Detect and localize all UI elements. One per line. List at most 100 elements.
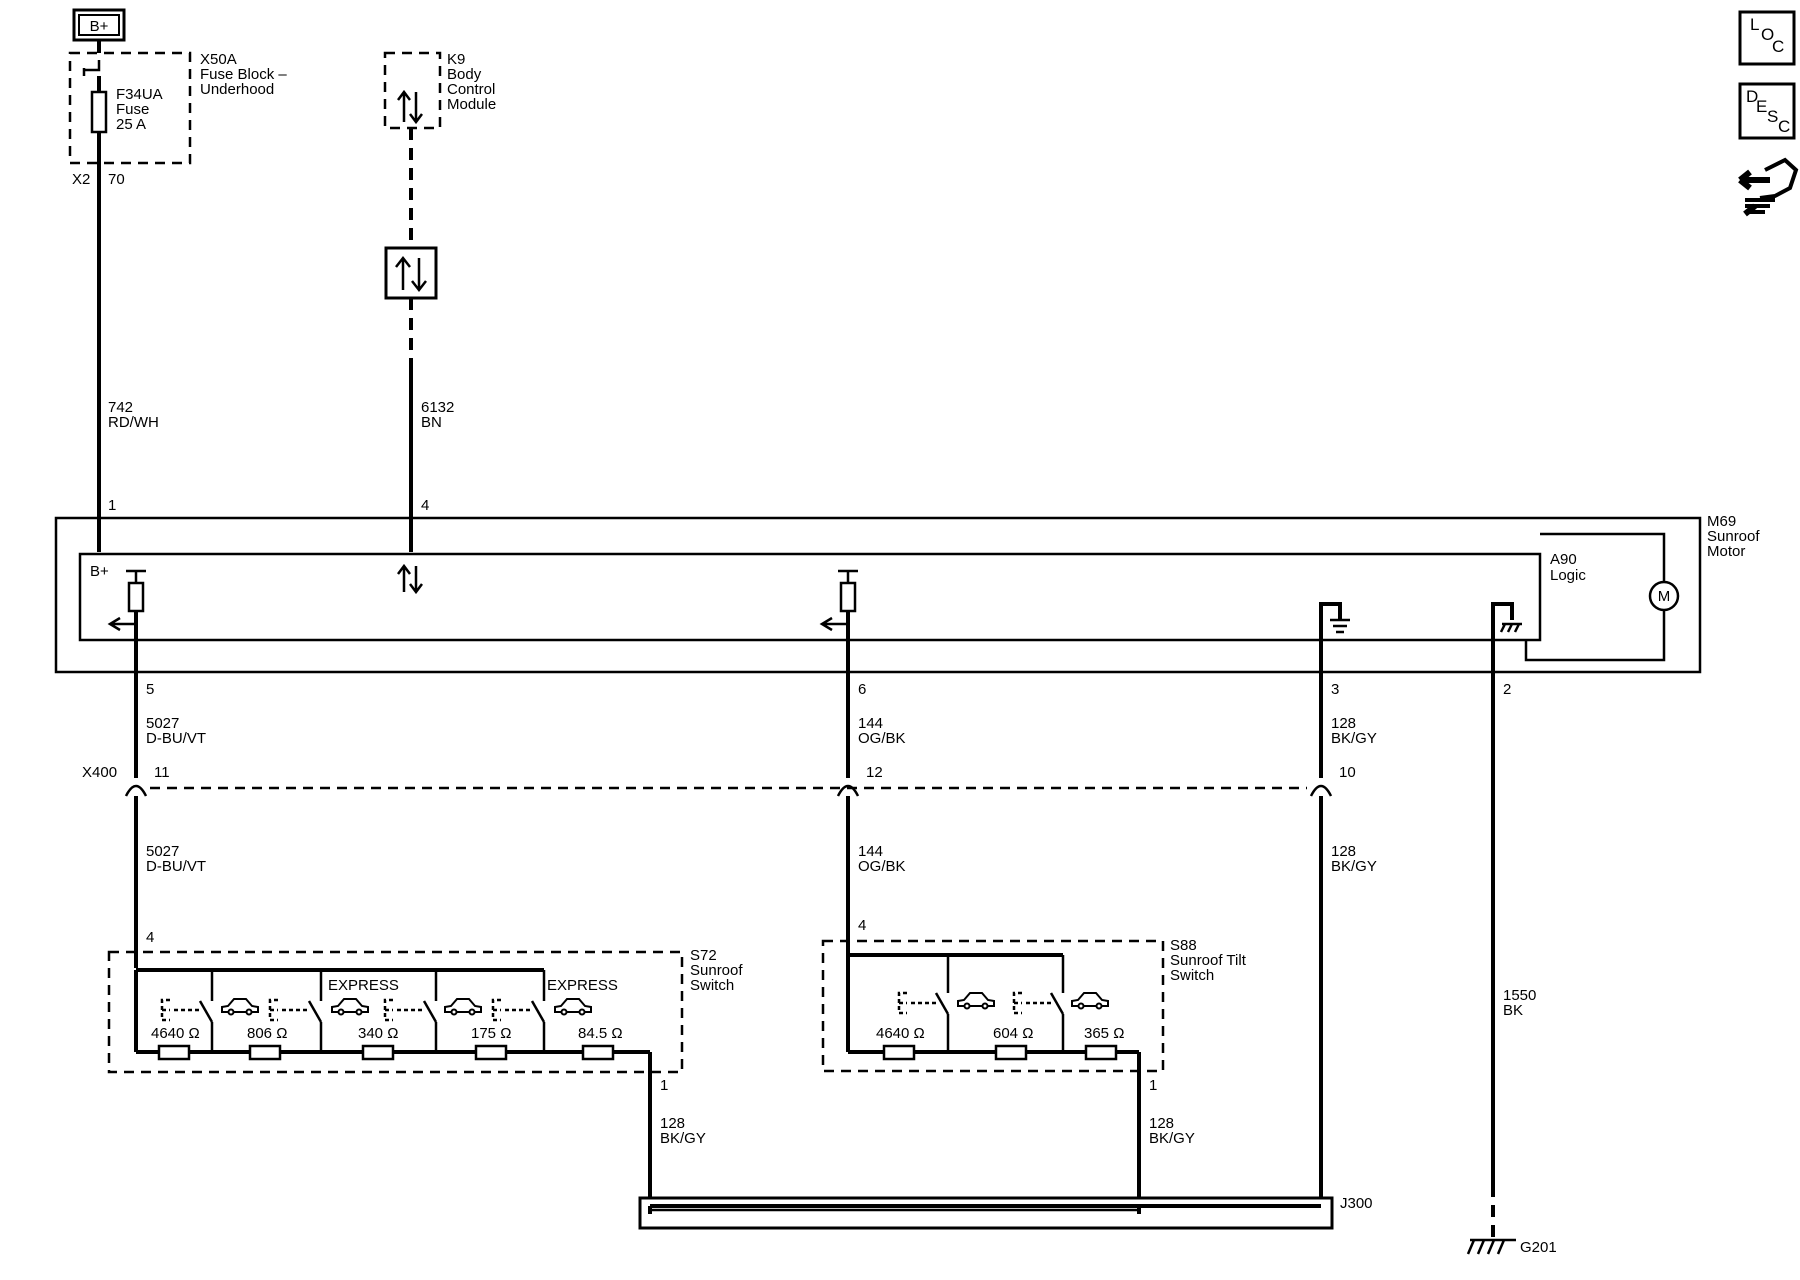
s88-resistor-value-3: 365 Ω [1084, 1025, 1124, 1042]
motor-ref: M69 [1707, 513, 1736, 530]
wire-128-s72-color: BK/GY [660, 1130, 706, 1147]
bcm-name-2: Control [447, 81, 495, 98]
s88-resistor-2 [994, 1044, 1028, 1061]
s88-actuator-1 [897, 991, 936, 1015]
fuse-connector-ref: X2 [72, 171, 90, 188]
car-vent-express-icon [554, 998, 592, 1016]
wire-5027-lower-color: D-BU/VT [146, 858, 206, 875]
bcm-ref: K9 [447, 51, 465, 68]
s72-resistor-1 [157, 1044, 191, 1061]
wire-144-lower-circuit: 144 [858, 843, 883, 860]
wire-1550-color: BK [1503, 1002, 1523, 1019]
fuse-block-x50a: X50A Fuse Block – Underhood F34UA Fuse 2… [68, 40, 287, 188]
svg-text:C: C [1778, 117, 1790, 136]
car-tilt-down-icon [1071, 992, 1109, 1010]
motor-pin-6: 6 [858, 681, 866, 698]
s72-resistor-5 [581, 1044, 615, 1061]
wire-128-mid-circuit: 128 [1331, 843, 1356, 860]
pull-up-resistor-6 [839, 581, 857, 613]
s72-actuator-1 [160, 998, 200, 1022]
s72-switch-3 [422, 1000, 438, 1023]
s88-name-1: Sunroof Tilt [1170, 952, 1247, 969]
wire-144-upper-circuit: 144 [858, 715, 883, 732]
wire-6132-color: BN [421, 414, 442, 431]
s88-pin-4: 4 [858, 917, 866, 934]
svg-text:E: E [1756, 97, 1767, 116]
chassis-ground-icon [1499, 622, 1522, 633]
sunroof-motor-m69: M69 Sunroof Motor 1 4 A90 Logic B+ M [54, 497, 1760, 698]
s72-express-label-2: EXPRESS [547, 977, 618, 994]
svg-text:C: C [1772, 37, 1784, 56]
splice-pack-j300: J300 [638, 1195, 1373, 1230]
s72-name-1: Sunroof [690, 962, 743, 979]
s72-actuator-2 [268, 998, 309, 1022]
logic-module-a90 [78, 552, 1542, 642]
splice-ref: J300 [1340, 1195, 1373, 1212]
s72-switch-2 [307, 1000, 323, 1023]
s88-resistor-value-1: 4640 Ω [876, 1025, 925, 1042]
s72-actuator-4 [491, 998, 532, 1022]
bidirectional-data-icon [397, 89, 423, 125]
wire-128-s88-circuit: 128 [1149, 1115, 1174, 1132]
motor-symbol [1648, 580, 1680, 612]
body-control-module-k9: K9 Body Control Module [383, 51, 496, 130]
fuse-rating: 25 A [116, 116, 146, 133]
inline-connector-x400: X400 11 12 10 [82, 764, 1356, 797]
x400-pin-12: 12 [866, 764, 883, 781]
s72-pin-4: 4 [146, 929, 154, 946]
logic-ref: A90 [1550, 551, 1577, 568]
fuse-block-name-2: Underhood [200, 81, 274, 98]
pull-up-resistor-5 [127, 581, 145, 613]
wire-144-lower-color: OG/BK [858, 858, 906, 875]
wire-5027-lower-circuit: 5027 [146, 843, 179, 860]
fuse-f34ua [90, 90, 108, 134]
svg-text:O: O [1761, 25, 1774, 44]
s72-resistor-3 [361, 1044, 395, 1061]
s88-switch-2 [1049, 992, 1065, 1015]
wire-5027-upper-color: D-BU/VT [146, 730, 206, 747]
logic-name: Logic [1550, 567, 1586, 584]
input-arrow-6 [819, 616, 848, 632]
s72-name-2: Switch [690, 977, 734, 994]
s72-actuator-3 [383, 998, 424, 1022]
power-label: B+ [90, 18, 109, 35]
ground-g201: G201 [1466, 1185, 1557, 1256]
connector-hand-icon[interactable] [1738, 157, 1799, 217]
s88-ref: S88 [1170, 937, 1197, 954]
s88-switch-1 [934, 992, 950, 1015]
wire-1550-circuit: 1550 [1503, 987, 1536, 1004]
location-icon[interactable]: L O C [1738, 10, 1796, 66]
sunroof-switch-s72: 4 S72 Sunroof Switch [107, 929, 743, 1206]
x400-pin-10: 10 [1339, 764, 1356, 781]
fuse-block-name-1: Fuse Block – [200, 66, 287, 83]
svg-text:D: D [1746, 87, 1758, 106]
s88-actuator-2 [1012, 991, 1051, 1015]
wire-128-upper-circuit: 128 [1331, 715, 1356, 732]
s72-resistor-value-3: 340 Ω [358, 1025, 398, 1042]
description-icon[interactable]: D E S C [1738, 82, 1796, 140]
s72-switch-1 [198, 1000, 214, 1023]
logic-data-icon [397, 563, 423, 595]
wire-128-s88-color: BK/GY [1149, 1130, 1195, 1147]
s88-name-2: Switch [1170, 967, 1214, 984]
motor-box [1524, 532, 1666, 662]
s72-resistor-value-1: 4640 Ω [151, 1025, 200, 1042]
bcm-name-3: Module [447, 96, 496, 113]
wire-128-s72-circuit: 128 [660, 1115, 685, 1132]
car-slide-icon [221, 998, 259, 1016]
signal-ground-icon [1330, 618, 1350, 634]
s72-switch-4 [530, 1000, 546, 1023]
motor-symbol-label: M [1658, 588, 1671, 605]
car-vent-icon [444, 998, 482, 1016]
battery-power-source: B+ [72, 8, 126, 42]
motor-pin-5: 5 [146, 681, 154, 698]
wire-128-mid-color: BK/GY [1331, 858, 1377, 875]
ground-ref: G201 [1520, 1239, 1557, 1256]
s72-ref: S72 [690, 947, 717, 964]
motor-name-1: Sunroof [1707, 528, 1760, 545]
car-tilt-up-icon [957, 992, 995, 1010]
wire-144-upper-color: OG/BK [858, 730, 906, 747]
car-slide-express-icon [331, 998, 369, 1016]
logic-bplus-label: B+ [90, 563, 109, 580]
